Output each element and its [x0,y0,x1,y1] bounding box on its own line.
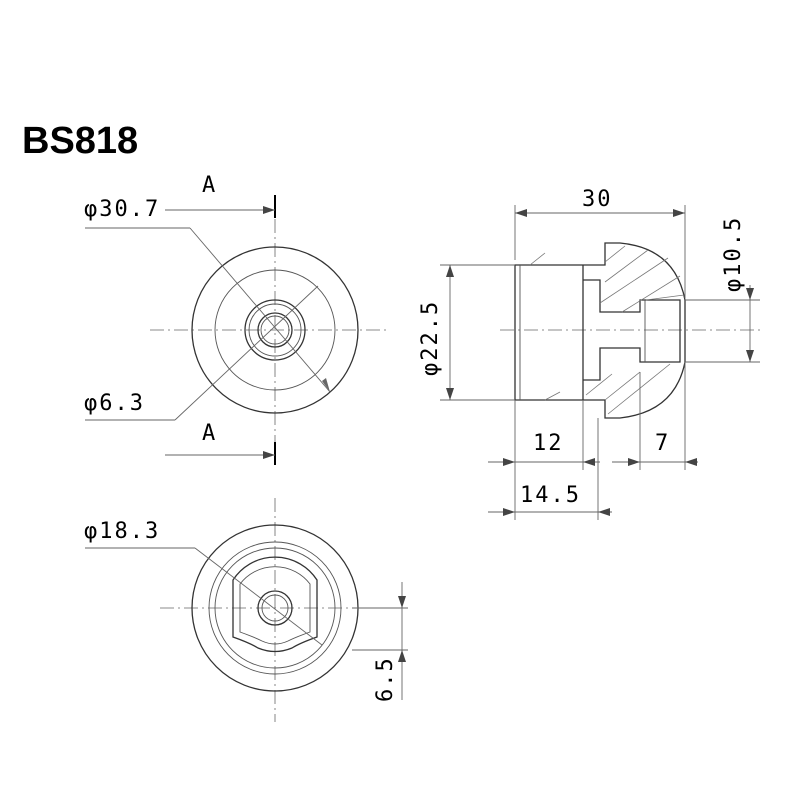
rear-view [85,498,408,722]
flange-length-label: 14.5 [520,483,581,508]
hole-diameter-label: φ6.3 [84,391,145,416]
section-label-bottom: A [202,421,217,446]
outer-diameter-label: φ30.7 [84,197,160,222]
recess-diameter-label: φ18.3 [84,519,160,544]
overall-length-label: 30 [582,187,613,212]
side-section-view [440,205,760,520]
tip-length-label: 7 [655,431,670,456]
front-outer-circle [191,246,359,414]
front-view [85,195,390,465]
part-number-title: BS818 [22,120,138,162]
tip-diameter-label: φ10.5 [721,216,746,292]
body-diameter-label: φ22.5 [418,300,443,376]
offset-label: 6.5 [373,656,398,702]
section-label-top: A [202,173,217,198]
body-length-label: 12 [533,431,564,456]
